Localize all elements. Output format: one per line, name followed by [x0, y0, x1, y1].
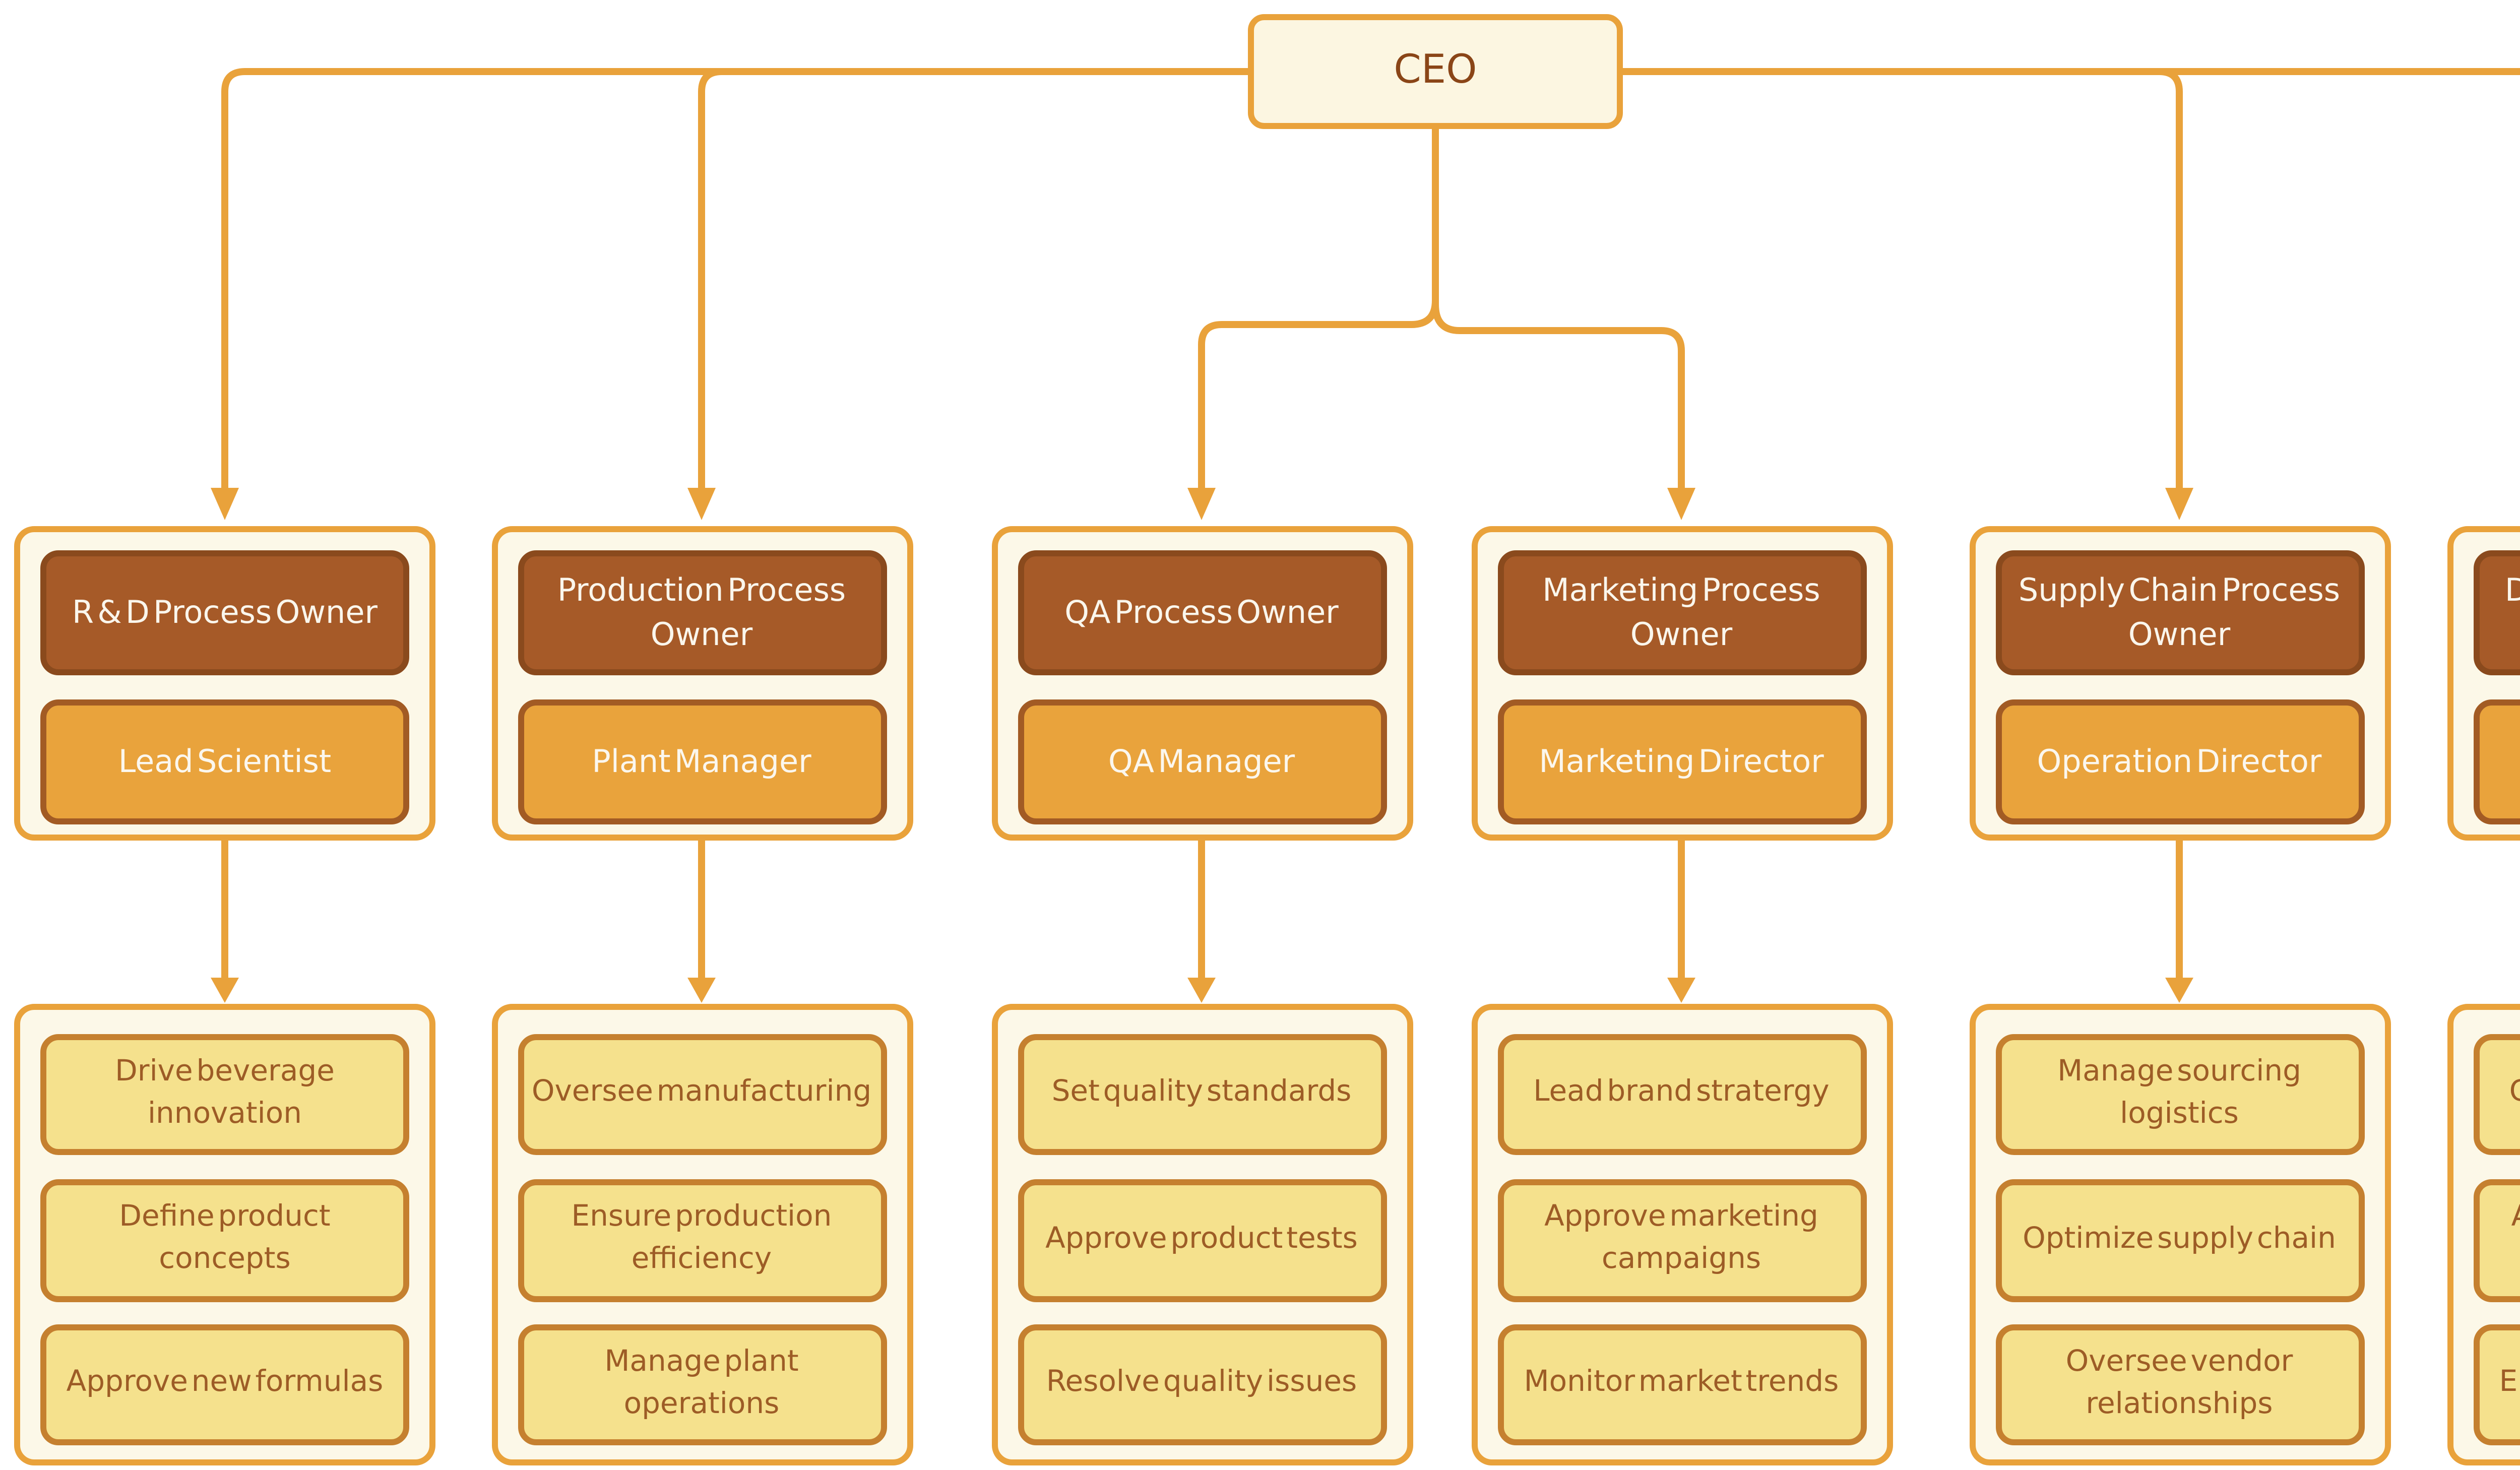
arrowhead-down-icon — [687, 488, 716, 520]
task-label: Manage sourcing logistics — [2057, 1055, 2301, 1130]
task-label: Drive beverage innovation — [115, 1055, 335, 1130]
arrowhead-down-icon — [211, 978, 239, 1003]
edge-ceo-to-col1 — [221, 68, 1248, 490]
task-node: Ensure production efficiency — [517, 1179, 886, 1302]
arrowhead-down-icon — [1667, 978, 1695, 1003]
task-list: Oversee manufacturing Ensure production … — [491, 1003, 912, 1466]
edge-ceo-to-col4 — [1432, 129, 1685, 490]
task-label: Control warehousing — [2509, 1073, 2520, 1115]
role-group: Supply Chain Process Owner Operation Dir… — [1969, 527, 2390, 840]
org-column-marketing: Marketing Process Owner Marketing Direct… — [1471, 0, 1892, 1470]
task-list: Manage sourcing logistics Optimize suppl… — [1969, 1003, 2390, 1466]
task-label: Approve new formulas — [66, 1367, 384, 1399]
task-label: Oversee manufacturing — [531, 1076, 872, 1109]
process-owner-node: Marketing Process Owner — [1497, 551, 1866, 676]
task-label: Approve product tests — [1045, 1223, 1358, 1255]
process-owner-node: QA Process Owner — [1017, 551, 1386, 676]
process-owner-label: Distribution Process Owner — [2489, 568, 2520, 659]
manager-label: Operation Director — [2037, 744, 2322, 781]
task-list: Set quality standards Approve product te… — [991, 1003, 1412, 1466]
process-owner-node: Distribution Process Owner — [2473, 551, 2520, 676]
process-owner-label: Production Process Owner — [557, 572, 846, 654]
task-node: Drive beverage innovation — [40, 1034, 409, 1155]
manager-node: QA Manager — [1017, 700, 1386, 825]
role-group: QA Process Owner QA Manager — [991, 527, 1412, 840]
task-label: Lead brand stratergy — [1533, 1076, 1830, 1109]
task-node: Oversee vendor relationships — [1995, 1324, 2364, 1445]
edge-ceo-to-col2 — [698, 68, 1248, 490]
task-label: Approve marketing campaigns — [1544, 1201, 1818, 1276]
task-list: Control warehousing Approve distribution… — [2446, 1003, 2520, 1466]
task-node: Control warehousing — [2473, 1034, 2520, 1155]
task-node: Approve new formulas — [40, 1324, 409, 1445]
ceo-node: CEO — [1248, 15, 1623, 129]
ceo-label: CEO — [1394, 47, 1477, 94]
role-group: Production Process Owner Plant Manager — [491, 527, 912, 840]
manager-label: Marketing Director — [1539, 744, 1824, 781]
org-column-supply-chain: Supply Chain Process Owner Operation Dir… — [1969, 0, 2390, 1470]
process-owner-node: R & D Process Owner — [40, 551, 409, 676]
task-node: Lead brand stratergy — [1497, 1034, 1866, 1155]
task-node: Approve marketing campaigns — [1497, 1179, 1866, 1302]
task-node: Approve product tests — [1017, 1179, 1386, 1302]
task-node: Ensure timely delivery — [2473, 1324, 2520, 1445]
manager-label: QA Manager — [1108, 744, 1295, 781]
task-node: Manage plant operations — [517, 1324, 886, 1445]
role-group: Distribution Process Owner Logistics Dir… — [2446, 527, 2520, 840]
task-label: Ensure production efficiency — [571, 1201, 832, 1276]
task-label: Ensure timely delivery — [2499, 1367, 2520, 1399]
task-node: Resolve quality issues — [1017, 1324, 1386, 1445]
task-label: Optimize supply chain — [2023, 1223, 2336, 1255]
manager-node: Operation Director — [1995, 700, 2364, 825]
task-label: Define product concepts — [119, 1201, 331, 1276]
org-column-distribution: Distribution Process Owner Logistics Dir… — [2446, 0, 2520, 1470]
task-node: Define product concepts — [40, 1179, 409, 1302]
task-label: Set quality standards — [1051, 1076, 1352, 1109]
role-group: R & D Process Owner Lead Scientist — [14, 527, 435, 840]
process-owner-label: Supply Chain Process Owner — [2018, 572, 2341, 654]
arrowhead-down-icon — [2165, 488, 2193, 520]
manager-node: Lead Scientist — [40, 700, 409, 825]
task-node: Monitor market trends — [1497, 1324, 1866, 1445]
manager-label: Lead Scientist — [118, 744, 332, 781]
manager-node: Plant Manager — [517, 700, 886, 825]
org-column-production: Production Process Owner Plant Manager O… — [491, 0, 912, 1470]
arrowhead-down-icon — [687, 978, 716, 1003]
arrowhead-down-icon — [1667, 488, 1695, 520]
task-label: Manage plant operations — [604, 1346, 799, 1421]
arrowhead-down-icon — [211, 488, 239, 520]
task-label: Monitor market trends — [1524, 1367, 1839, 1399]
arrowhead-down-icon — [1187, 978, 1216, 1003]
org-column-rd: R & D Process Owner Lead Scientist Drive… — [14, 0, 435, 1470]
task-label: Oversee vendor relationships — [2065, 1346, 2293, 1421]
task-node: Manage sourcing logistics — [1995, 1034, 2364, 1155]
task-list: Lead brand stratergy Approve marketing c… — [1471, 1003, 1892, 1466]
task-node: Optimize supply chain — [1995, 1179, 2364, 1302]
process-owner-label: Marketing Process Owner — [1542, 572, 1820, 654]
process-owner-label: R & D Process Owner — [72, 595, 377, 631]
org-column-qa: QA Process Owner QA Manager Set quality … — [991, 0, 1412, 1470]
manager-node: Marketing Director — [1497, 700, 1866, 825]
role-group: Marketing Process Owner Marketing Direct… — [1471, 527, 1892, 840]
process-owner-label: QA Process Owner — [1064, 595, 1339, 631]
task-node: Oversee manufacturing — [517, 1034, 886, 1155]
task-label: Approve distribution plans — [2485, 1198, 2520, 1283]
task-node: Set quality standards — [1017, 1034, 1386, 1155]
arrowhead-down-icon — [2165, 978, 2193, 1003]
manager-label: Plant Manager — [592, 744, 811, 781]
manager-node: Logistics Director — [2473, 700, 2520, 825]
task-list: Drive beverage innovation Define product… — [14, 1003, 435, 1466]
process-owner-node: Production Process Owner — [517, 551, 886, 676]
task-label: Resolve quality issues — [1046, 1367, 1357, 1399]
process-owner-node: Supply Chain Process Owner — [1995, 551, 2364, 676]
task-node: Approve distribution plans — [2473, 1179, 2520, 1302]
arrowhead-down-icon — [1187, 488, 1216, 520]
